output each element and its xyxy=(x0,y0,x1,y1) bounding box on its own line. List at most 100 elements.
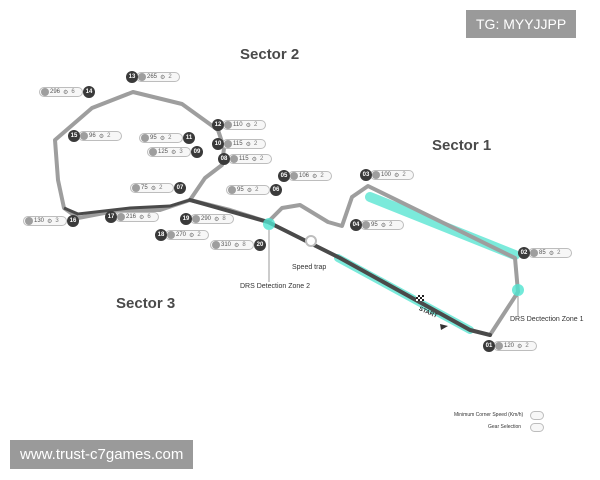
watermark-bottom: www.trust-c7games.com xyxy=(10,440,194,469)
speed-icon xyxy=(224,140,232,148)
gear-icon: ⚙ xyxy=(234,242,240,249)
gear-icon: ⚙ xyxy=(63,89,69,96)
speed-icon xyxy=(372,171,380,179)
infield-section xyxy=(63,198,191,216)
gear-icon: ⚙ xyxy=(246,187,253,194)
gear-icon: ⚙ xyxy=(245,141,251,148)
corner-gear: 2 xyxy=(525,343,529,349)
corner-08-number: 08 xyxy=(218,153,230,165)
sector-2-label: Sector 2 xyxy=(240,46,300,63)
corner-gear: 6 xyxy=(147,214,151,220)
gear-icon: ⚙ xyxy=(159,135,166,142)
corner-03-number: 03 xyxy=(360,169,372,181)
corner-09-number: 09 xyxy=(191,146,203,158)
corner-speed: 296 xyxy=(50,89,61,95)
corner-07-number: 07 xyxy=(174,182,186,194)
corner-gear: 2 xyxy=(557,250,561,256)
drs-detection-zone-1-label: DRS Dectection Zone 1 xyxy=(510,316,584,323)
gear-icon: ⚙ xyxy=(394,172,400,179)
legend-gear-label: Gear Selection xyxy=(488,424,522,430)
corner-speed: 290 xyxy=(201,216,212,222)
gear-icon: ⚙ xyxy=(517,343,523,350)
gear-icon: ⚙ xyxy=(139,214,145,221)
speed-icon xyxy=(141,134,149,142)
corner-05-number: 05 xyxy=(278,170,290,182)
legend-speed-label: Minimum Corner Speed (Km/h) xyxy=(454,412,524,418)
speed-icon xyxy=(228,186,236,194)
gear-icon: ⚙ xyxy=(251,156,257,163)
corner-05-label: 106⚙2 xyxy=(288,171,332,181)
corner-17-label: 216⚙6 xyxy=(115,212,159,222)
corner-speed: 120 xyxy=(504,343,515,349)
speed-icon xyxy=(149,148,157,156)
corner-10-number: 10 xyxy=(212,138,224,150)
corner-speed: 75 xyxy=(141,185,148,191)
speed-icon xyxy=(230,155,238,163)
speed-icon xyxy=(224,121,232,129)
corner-13-number: 13 xyxy=(126,71,138,83)
gear-icon: ⚙ xyxy=(160,74,166,81)
corner-gear: 2 xyxy=(253,122,258,128)
sector-3-label: Sector 3 xyxy=(116,295,176,312)
corner-14-number: 14 xyxy=(83,86,95,98)
corner-speed: 100 xyxy=(381,172,392,178)
corner-gear: 8 xyxy=(242,242,246,248)
corner-20-label: 310⚙8 xyxy=(210,240,254,250)
drs-detection-1-marker xyxy=(512,284,524,296)
speed-icon xyxy=(192,215,200,223)
corner-speed: 95 xyxy=(237,187,244,193)
corner-gear: 2 xyxy=(320,173,324,179)
gear-icon: ⚙ xyxy=(150,185,157,192)
speed-icon xyxy=(132,184,140,192)
corner-10-label: 115⚙2 xyxy=(222,139,266,149)
speed-icon xyxy=(530,249,538,257)
corner-gear: 2 xyxy=(107,133,111,139)
drs-detection-2-marker xyxy=(263,218,275,230)
corner-gear: 3 xyxy=(55,218,59,224)
corner-17-number: 17 xyxy=(105,211,117,223)
legend-speed-swatch xyxy=(530,411,544,420)
corner-gear: 3 xyxy=(179,149,183,155)
corner-speed: 310 xyxy=(221,242,232,248)
corner-15-number: 15 xyxy=(68,130,80,142)
speed-trap-marker xyxy=(305,235,317,247)
corner-gear: 2 xyxy=(253,141,258,147)
corner-19-label: 290⚙8 xyxy=(190,214,234,224)
corner-12-label: 110⚙2 xyxy=(222,120,266,130)
corner-11-label: 95⚙2 xyxy=(139,133,183,143)
corner-gear: 8 xyxy=(222,216,226,222)
corner-11-number: 11 xyxy=(183,132,195,144)
corner-20-number: 20 xyxy=(254,239,266,251)
speed-icon xyxy=(80,132,88,140)
speed-icon xyxy=(138,73,146,81)
corner-speed: 125 xyxy=(158,149,169,155)
corner-01-number: 01 xyxy=(483,340,495,352)
gear-icon: ⚙ xyxy=(312,173,318,180)
gear-icon: ⚙ xyxy=(548,250,555,257)
main-straight xyxy=(188,198,492,337)
corner-13-label: 265⚙2 xyxy=(136,72,180,82)
corner-speed: 95 xyxy=(371,222,378,228)
corner-speed: 85 xyxy=(539,250,546,256)
corner-gear: 2 xyxy=(259,156,264,162)
corner-15-label: 96⚙2 xyxy=(78,131,122,141)
corner-speed: 115 xyxy=(233,141,243,147)
corner-speed: 106 xyxy=(299,173,310,179)
corner-speed: 96 xyxy=(89,133,96,139)
gear-icon: ⚙ xyxy=(245,122,251,129)
speed-icon xyxy=(212,241,220,249)
corner-06-label: 95⚙2 xyxy=(226,185,270,195)
corner-speed: 115 xyxy=(239,156,249,162)
corner-speed: 270 xyxy=(176,232,187,238)
sector-1-label: Sector 1 xyxy=(432,137,492,154)
speed-icon xyxy=(41,88,49,96)
corner-01-label: 120⚙2 xyxy=(493,341,537,351)
corner-12-number: 12 xyxy=(212,119,224,131)
corner-gear: 6 xyxy=(71,89,75,95)
speed-trap-label: Speed trap xyxy=(292,264,327,271)
corner-19-number: 19 xyxy=(180,213,192,225)
speed-icon xyxy=(290,172,298,180)
track-outline xyxy=(53,90,520,337)
